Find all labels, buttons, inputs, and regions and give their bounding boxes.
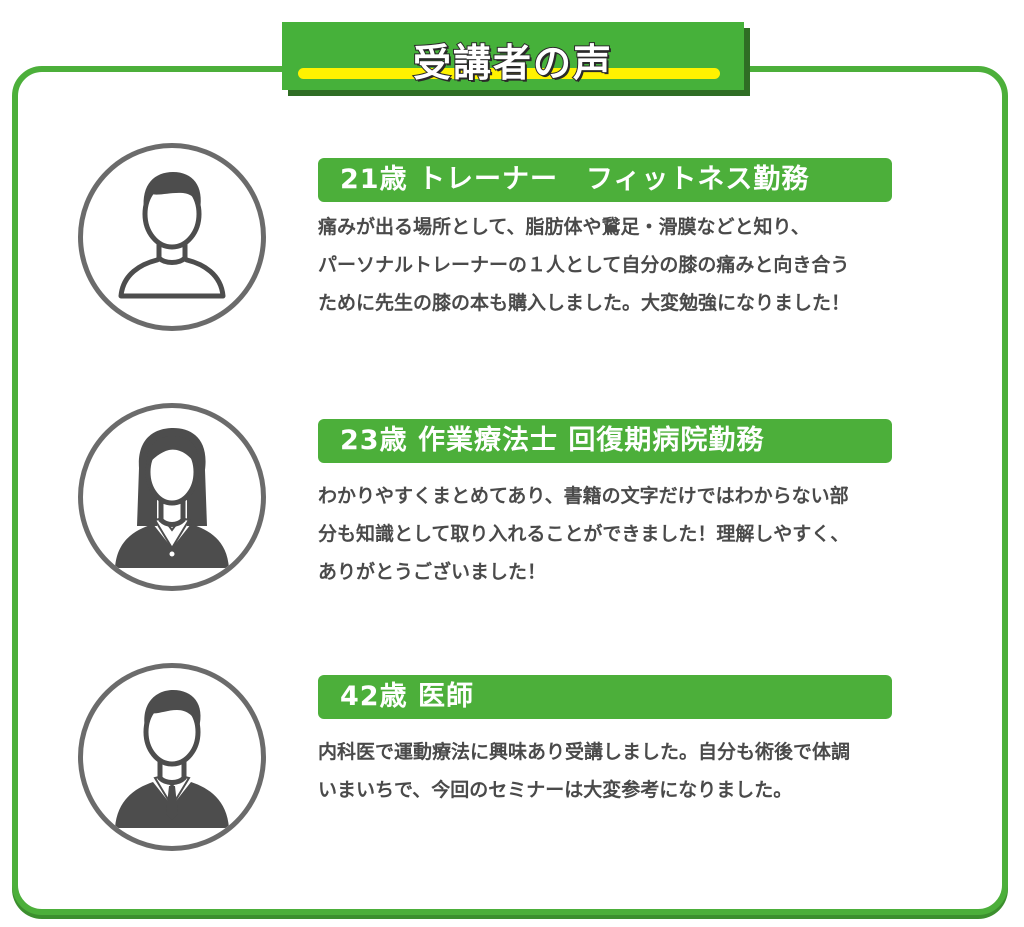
title-highlight [298, 68, 720, 79]
text-line: パーソナルトレーナーの１人として自分の膝の痛みと向き合う [318, 254, 850, 276]
text-line: 内科医で運動療法に興味あり受講しました。自分も術後で体調 [318, 741, 851, 763]
text-line: ありがとうございました！ [318, 561, 547, 583]
testimonial-3-text: 内科医で運動療法に興味あり受講しました。自分も術後で体調 いまいちで、今回のセミ… [318, 733, 958, 809]
section-title-banner: 受講者の声 [282, 22, 744, 90]
testimonial-3-label: 42歳 医師 [318, 675, 892, 719]
text-line: いまいちで、今回のセミナーは大変参考になりました。 [318, 779, 793, 801]
man-casual-avatar-icon [78, 143, 266, 331]
testimonial-1-label: 21歳 トレーナー フィットネス勤務 [318, 158, 892, 202]
man-suit-avatar-icon [78, 663, 266, 851]
testimonial-2-text: わかりやすくまとめてあり、書籍の文字だけではわからない部 分も知識として取り入れ… [318, 477, 958, 591]
text-line: 分も知識として取り入れることができました！理解しやすく、 [318, 523, 850, 545]
text-line: わかりやすくまとめてあり、書籍の文字だけではわからない部 [318, 485, 849, 507]
woman-suit-avatar-icon [78, 403, 266, 591]
section-title: 受講者の声 [412, 40, 613, 86]
text-line: ために先生の膝の本も購入しました。大変勉強になりました！ [318, 292, 851, 314]
testimonial-2-label: 23歳 作業療法士 回復期病院勤務 [318, 419, 892, 463]
text-line: 痛みが出る場所として、脂肪体や鵞足・滑膜などと知り、 [318, 216, 810, 238]
testimonial-1-text: 痛みが出る場所として、脂肪体や鵞足・滑膜などと知り、 パーソナルトレーナーの１人… [318, 208, 958, 322]
